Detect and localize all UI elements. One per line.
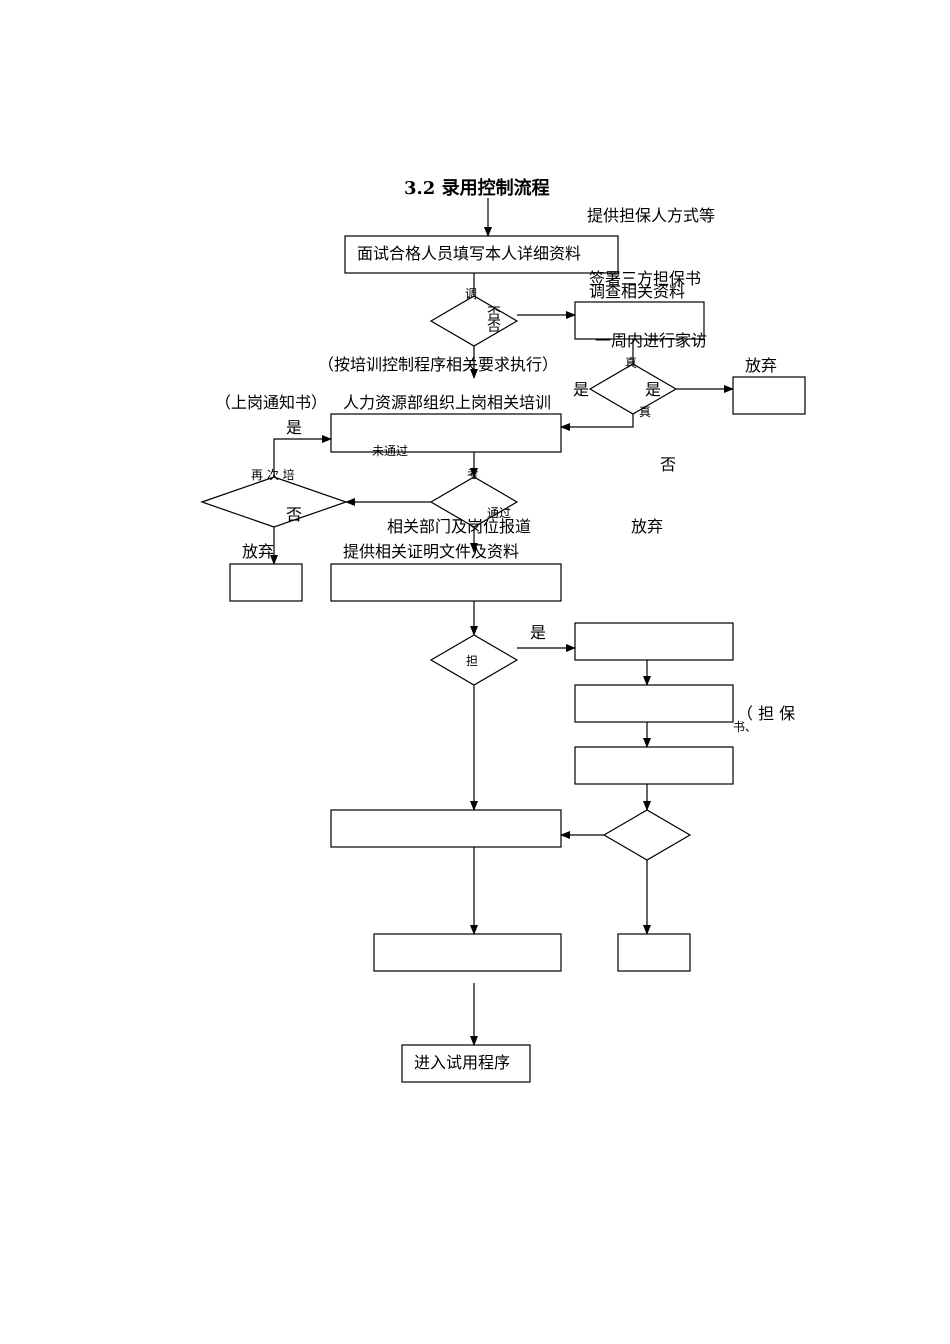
- label-guarantor-method: 提供担保人方式等: [587, 206, 715, 225]
- label-test-mark: 考: [467, 467, 479, 481]
- label-no-2: 否: [660, 455, 676, 474]
- label-report-dept: 相关部门及岗位报道: [387, 517, 531, 536]
- guarantee-step-box-2: [574, 684, 734, 723]
- retrain-diamond: [200, 476, 348, 528]
- label-not-passed: 未通过: [372, 444, 408, 458]
- label-week-home-visit: 一周内进行家访: [595, 331, 707, 350]
- label-abandon-2: 放弃: [631, 517, 663, 536]
- abandon-box-2: [229, 563, 303, 602]
- label-no-1b: 否: [487, 319, 501, 335]
- abandon-box-3: [617, 933, 691, 972]
- fill-details-box: [344, 235, 619, 274]
- label-yes-4: 是: [530, 623, 546, 642]
- home-visit-diamond: [588, 363, 678, 415]
- third-party-box: [574, 301, 705, 340]
- label-investigate-small: 调: [465, 287, 477, 301]
- provide-docs-box: [330, 563, 562, 602]
- merge-box: [330, 809, 562, 848]
- label-abandon-3: 放弃: [242, 542, 274, 561]
- label-third-party-guarantee: 签署三方担保书: [589, 269, 701, 288]
- label-enter-probation: 进入试用程序: [414, 1053, 510, 1072]
- label-abandon-1: 放弃: [745, 356, 777, 375]
- label-fill-details: 面试合格人员填写本人详细资料: [357, 244, 581, 263]
- label-provide-docs: 提供相关证明文件及资料: [343, 542, 519, 561]
- label-retrain: 再 次 培: [251, 467, 295, 482]
- label-guarantee-spaced: （ 担 保: [737, 704, 795, 723]
- test-diamond: [429, 476, 519, 528]
- label-guarantee-tail: 书、: [733, 720, 757, 734]
- label-no-1a: 否: [487, 306, 501, 322]
- label-no-3: 否: [286, 505, 302, 524]
- guarantee-step-box-3: [574, 746, 734, 785]
- label-hr-training: 人力资源部组织上岗相关培训: [343, 393, 551, 412]
- label-true-2: 真: [639, 405, 651, 419]
- label-investigate: 调查相关资料: [589, 282, 685, 301]
- abandon-box-1: [732, 376, 806, 415]
- training-box: [330, 413, 562, 453]
- guarantee-check-diamond: [602, 809, 692, 861]
- label-onboard-notice: （上岗通知书）: [215, 393, 327, 412]
- page-title: 3.2 录用控制流程: [404, 177, 550, 199]
- arrow-visit-to-training: [560, 414, 634, 431]
- label-yes-1: 是: [573, 380, 589, 399]
- label-yes-2: 是: [645, 380, 661, 399]
- investigation-diamond: [429, 295, 519, 347]
- label-true-1: 真: [625, 356, 637, 370]
- label-passed: 通过: [487, 506, 511, 520]
- guarantee-diamond: [429, 634, 519, 686]
- guarantee-step-box-1: [574, 622, 734, 661]
- label-yes-3: 是: [286, 418, 302, 437]
- probation-box: [401, 1044, 531, 1083]
- lower-box: [373, 933, 562, 972]
- label-per-training-procedure: （按培训控制程序相关要求执行）: [318, 355, 558, 374]
- arrow-retrain-loop: [273, 435, 332, 477]
- label-guarantee-small: 担: [466, 654, 478, 668]
